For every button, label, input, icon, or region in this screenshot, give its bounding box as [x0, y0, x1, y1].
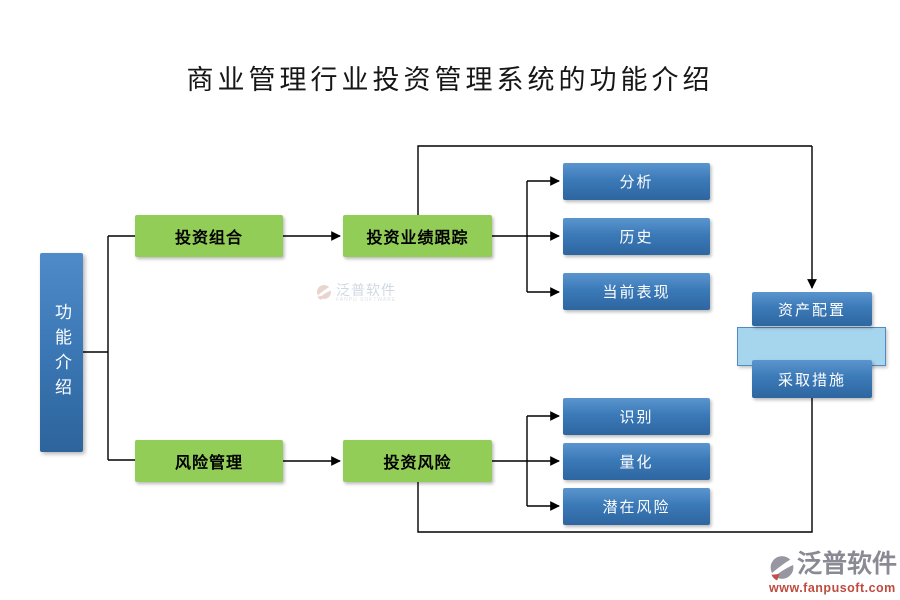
- footer-logo: 泛普软件 www.fanpusoft.com: [769, 551, 897, 595]
- fanpu-watermark-icon: [316, 285, 332, 300]
- diagram-title: 商业管理行业投资管理系统的功能介绍: [186, 65, 714, 96]
- node-history: 历史: [563, 218, 710, 255]
- node-investment-risk: 投资风险: [343, 440, 492, 482]
- node-asset-allocation: 资产配置: [752, 292, 872, 326]
- node-function-intro-label: 功能介绍: [52, 302, 71, 403]
- node-analysis: 分析: [563, 163, 710, 200]
- node-performance-tracking: 投资业绩跟踪: [343, 215, 492, 257]
- node-take-action: 采取措施: [752, 360, 872, 398]
- watermark: 泛普软件 FANPU SOFTWARE: [316, 283, 396, 304]
- node-potential-risk: 潜在风险: [563, 488, 710, 525]
- watermark-text: 泛普软件: [336, 282, 396, 298]
- node-current-performance: 当前表现: [563, 273, 710, 310]
- node-identify: 识别: [563, 398, 710, 435]
- node-portfolio: 投资组合: [135, 215, 283, 257]
- node-risk-management: 风险管理: [135, 440, 283, 482]
- fanpu-logo-icon: [769, 556, 795, 581]
- watermark-subtext: FANPU SOFTWARE: [336, 297, 397, 303]
- footer-brand-text: 泛普软件: [796, 550, 897, 578]
- node-quantify: 量化: [563, 443, 710, 480]
- node-function-intro: 功能介绍: [40, 253, 83, 452]
- footer-url-text: www.fanpusoft.com: [769, 581, 896, 595]
